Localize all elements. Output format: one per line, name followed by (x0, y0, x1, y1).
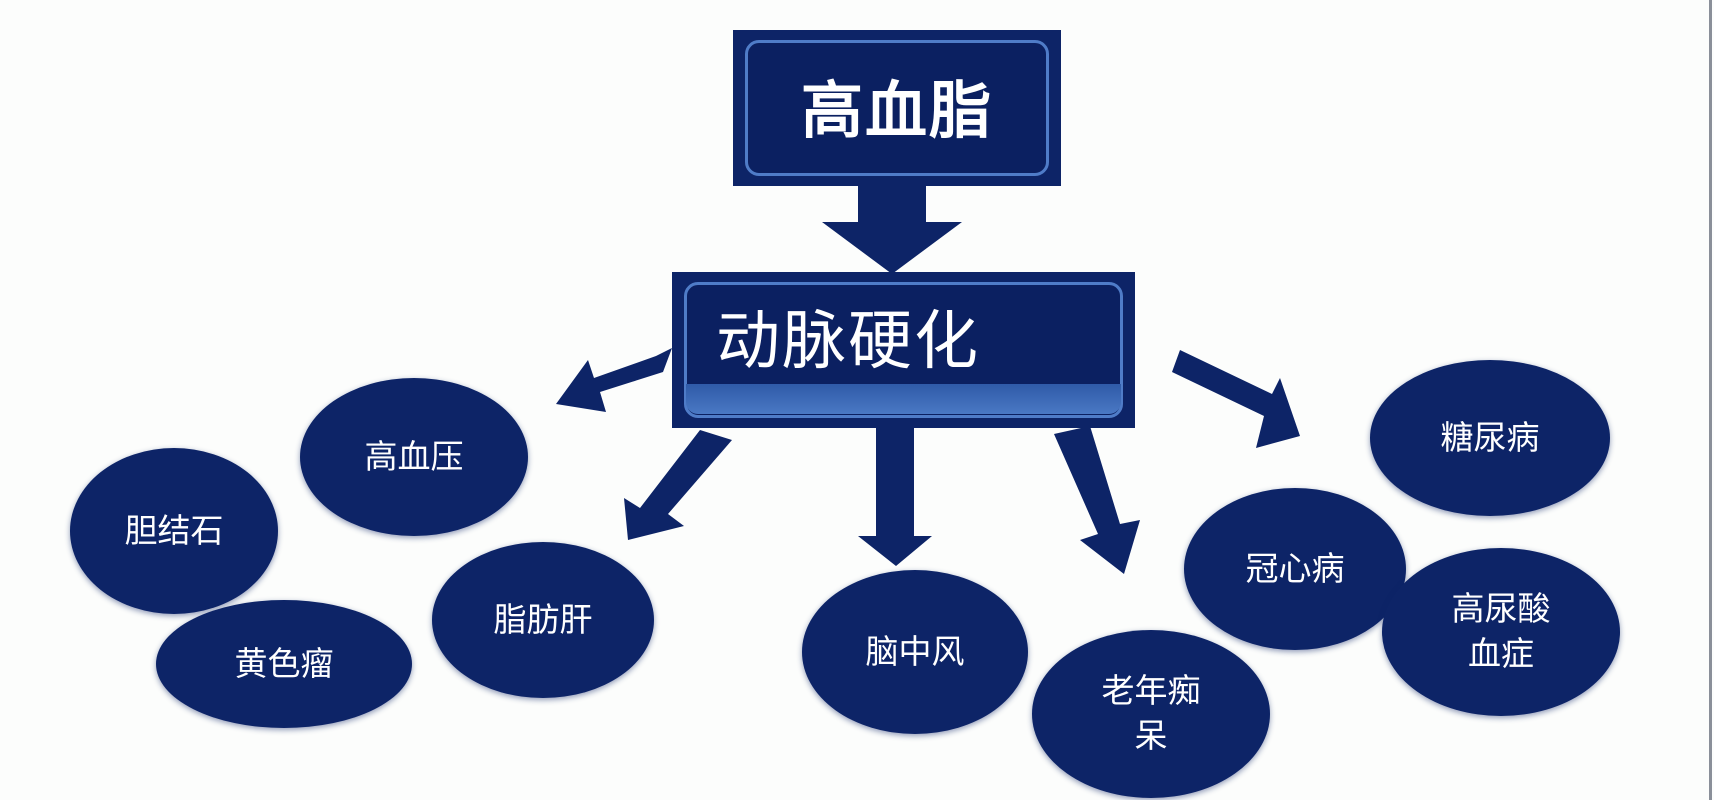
node-label: 糖尿病 (1440, 417, 1540, 457)
node-label-line1: 高尿酸 (1451, 589, 1551, 629)
node-label: 高血压 (364, 436, 464, 476)
arrow-left-icon (556, 348, 672, 412)
node-label: 冠心病 (1245, 548, 1345, 588)
right-edge-line (1709, 0, 1712, 800)
node-hyperuricemia: 高尿酸 血症 (1382, 548, 1620, 716)
node-label: 高尿酸 血症 (1452, 587, 1551, 676)
node-fatty-liver: 脂肪肝 (432, 542, 654, 698)
root-box-inner (745, 40, 1049, 176)
arrow-right-icon (1172, 350, 1300, 448)
arrow-down-icon (822, 186, 962, 274)
root-box-hyperlipidemia: 高血脂 (733, 30, 1061, 186)
node-label-line1: 老年痴 (1101, 671, 1201, 711)
center-box-shine (686, 384, 1121, 414)
node-stroke: 脑中风 (802, 570, 1028, 734)
node-gallstones: 胆结石 (70, 448, 278, 614)
node-xanthoma: 黄色瘤 (156, 600, 412, 728)
center-box-label: 动脉硬化 (716, 305, 980, 379)
node-label: 脑中风 (865, 631, 965, 671)
arrow-down-icon (858, 428, 932, 566)
node-dementia: 老年痴 呆 (1032, 630, 1270, 798)
node-label: 老年痴 呆 (1102, 669, 1201, 758)
node-coronary-heart-disease: 冠心病 (1184, 488, 1406, 650)
node-label-line2: 呆 (1134, 716, 1168, 755)
node-label: 胆结石 (124, 510, 224, 550)
node-hypertension: 高血压 (300, 378, 528, 536)
arrow-down-left-icon (624, 430, 732, 540)
arrow-down-right-icon (1054, 426, 1140, 574)
node-label-line2: 血症 (1468, 634, 1534, 673)
root-box-label: 高血脂 (800, 74, 993, 147)
node-label: 脂肪肝 (493, 599, 593, 639)
node-diabetes: 糖尿病 (1370, 360, 1610, 516)
center-box-atherosclerosis: 动脉硬化 (672, 272, 1135, 428)
node-label: 黄色瘤 (234, 643, 334, 683)
